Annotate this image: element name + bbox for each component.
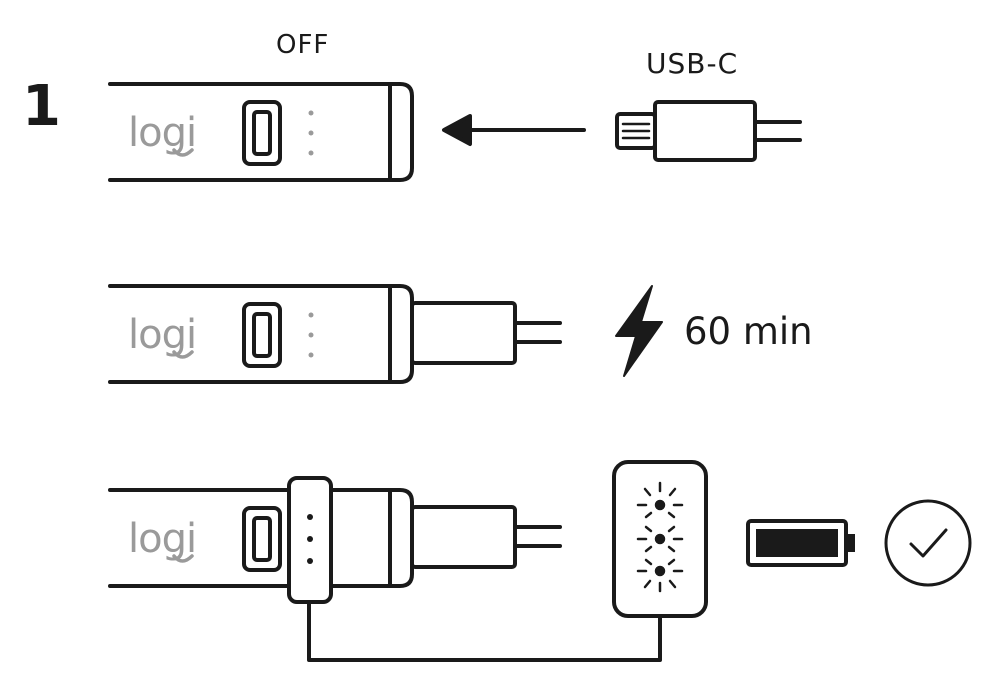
device-unplugged: logi [108, 82, 414, 182]
device-charged: logi [108, 476, 562, 604]
charge-time-label: 60 min [684, 310, 813, 353]
usb-c-plug-icon [615, 100, 802, 162]
logi-smile [172, 148, 194, 157]
arrow-left-icon [442, 114, 586, 146]
connector-label: USB-C [646, 47, 739, 80]
usb-c-plug-inserted-icon [410, 301, 562, 365]
led-indicator-icon [612, 460, 708, 618]
lightning-bolt-icon [615, 285, 663, 377]
checkmark-circle-icon [884, 499, 972, 587]
battery-full-icon [746, 519, 855, 567]
status-led-dots-icon [308, 110, 314, 156]
switch-state-label: OFF [276, 30, 330, 60]
device-charging: logi [108, 284, 562, 384]
usb-c-port-icon [242, 506, 282, 572]
usb-c-port-icon [242, 100, 282, 166]
usb-c-plug-inserted-icon [410, 505, 562, 569]
step-number: 1 [22, 74, 61, 139]
usb-c-port-icon [242, 302, 282, 368]
logi-smile [172, 554, 194, 563]
logi-logo: logi [128, 312, 196, 358]
status-led-dots-icon [308, 312, 314, 358]
logi-logo: logi [128, 110, 196, 156]
logi-smile [172, 350, 194, 359]
logi-logo: logi [128, 516, 196, 562]
status-led-dots-icon [307, 514, 313, 564]
callout-connector-line [307, 600, 662, 662]
